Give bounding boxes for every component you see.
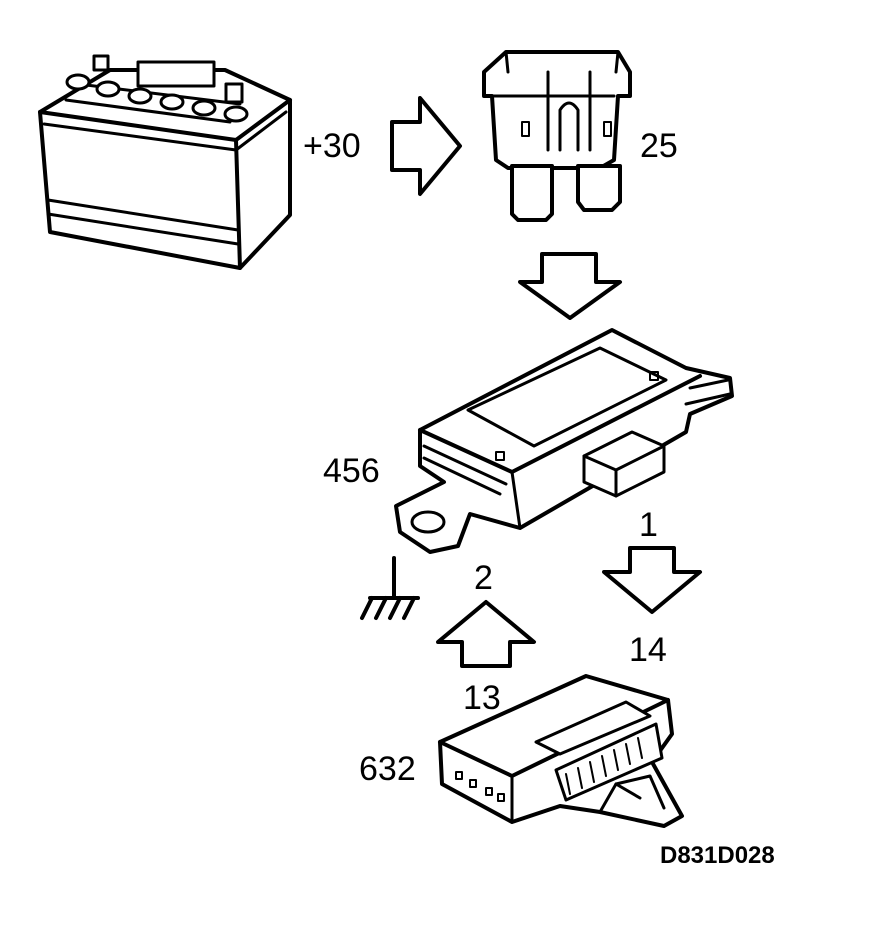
arrow-down-icon [602, 546, 702, 614]
arrow-down-icon [518, 252, 622, 320]
arrow-right-icon [390, 96, 462, 196]
pin-1-label: 1 [639, 506, 658, 544]
battery-illustration [38, 54, 292, 270]
figure-code-label: D831D028 [660, 842, 775, 869]
module-632-label: 632 [359, 750, 416, 788]
arrow-up-icon [436, 600, 536, 668]
pin-2-label: 2 [474, 559, 493, 597]
fuse-number-label: 25 [640, 127, 678, 165]
module-456-label: 456 [323, 452, 380, 490]
ground-icon [360, 556, 420, 620]
module-456-illustration [394, 328, 734, 554]
battery-terminal-label: +30 [303, 127, 361, 165]
fuse-illustration [482, 50, 632, 222]
pin-13-label: 13 [463, 679, 501, 717]
pin-14-label: 14 [629, 631, 667, 669]
module-632-illustration [438, 674, 684, 828]
